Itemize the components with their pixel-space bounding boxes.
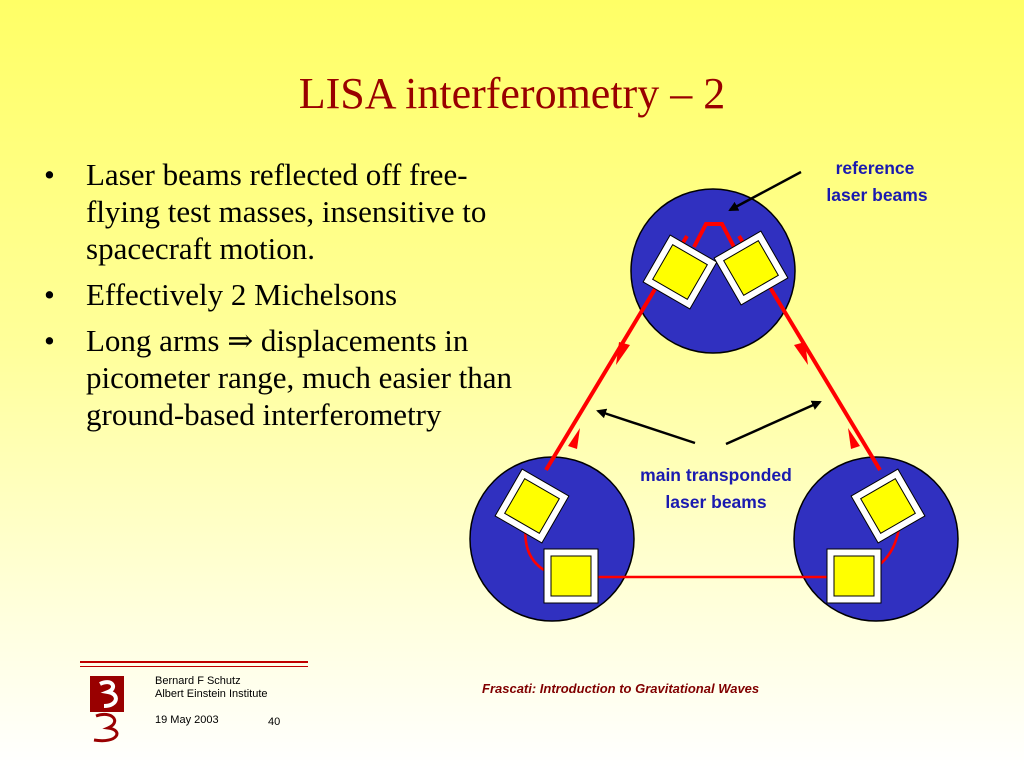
reference-label-line2: laser beams	[826, 185, 927, 205]
beam-arrowhead	[848, 428, 860, 449]
bullet-text: Laser beams reflected off free-flying te…	[86, 157, 487, 266]
bullet-list: • Laser beams reflected off free-flying t…	[44, 156, 514, 442]
bullet-item: • Effectively 2 Michelsons	[44, 276, 514, 313]
bullet-dot: •	[44, 323, 55, 358]
pointer-arrow-reference	[728, 170, 802, 212]
beam-arrowhead	[568, 428, 580, 449]
beam-arrowheads	[568, 342, 860, 449]
footer-page-number: 40	[268, 716, 281, 728]
main-label-line1: main transponded	[640, 465, 792, 485]
footer-date: 19 May 2003	[155, 714, 219, 726]
bullet-dot: •	[44, 277, 55, 312]
bullet-text: Effectively 2 Michelsons	[86, 277, 398, 312]
pointer-arrow-main-right	[725, 400, 822, 446]
test-mass-right-a	[850, 468, 926, 544]
footer-conference: Frascati: Introduction to Gravitational …	[482, 681, 760, 696]
beam-arrowhead	[616, 342, 630, 365]
reference-label-line1: reference	[836, 158, 915, 178]
pointer-arrow-main-left	[596, 408, 696, 445]
beam-arrowhead	[794, 342, 808, 365]
footer-author: Bernard F Schutz	[155, 675, 241, 687]
test-mass-left-b	[543, 548, 599, 604]
footer-rule	[80, 661, 308, 663]
beam-reference	[692, 222, 736, 248]
bullet-dot: •	[44, 157, 55, 192]
bullet-text: Long arms ⇒ displacements in picometer r…	[86, 323, 513, 432]
institute-logo-icon	[90, 676, 124, 743]
slide-title: LISA interferometry – 2	[298, 69, 726, 118]
bullet-item: • Laser beams reflected off free-flying t…	[44, 156, 514, 267]
test-mass-left-a	[494, 468, 570, 544]
test-mass-top-right	[713, 230, 789, 306]
test-mass-top-left	[642, 234, 718, 310]
test-mass-right-b	[826, 548, 882, 604]
bullet-item: • Long arms ⇒ displacements in picometer …	[44, 322, 514, 433]
main-label-line2: laser beams	[665, 492, 766, 512]
spacecraft-top	[630, 188, 796, 354]
beam-bottom	[524, 517, 902, 579]
footer-institute: Albert Einstein Institute	[155, 688, 268, 700]
footer-author-block: Bernard F Schutz Albert Einstein Institu…	[155, 675, 268, 701]
footer-rule-thin	[80, 666, 308, 667]
